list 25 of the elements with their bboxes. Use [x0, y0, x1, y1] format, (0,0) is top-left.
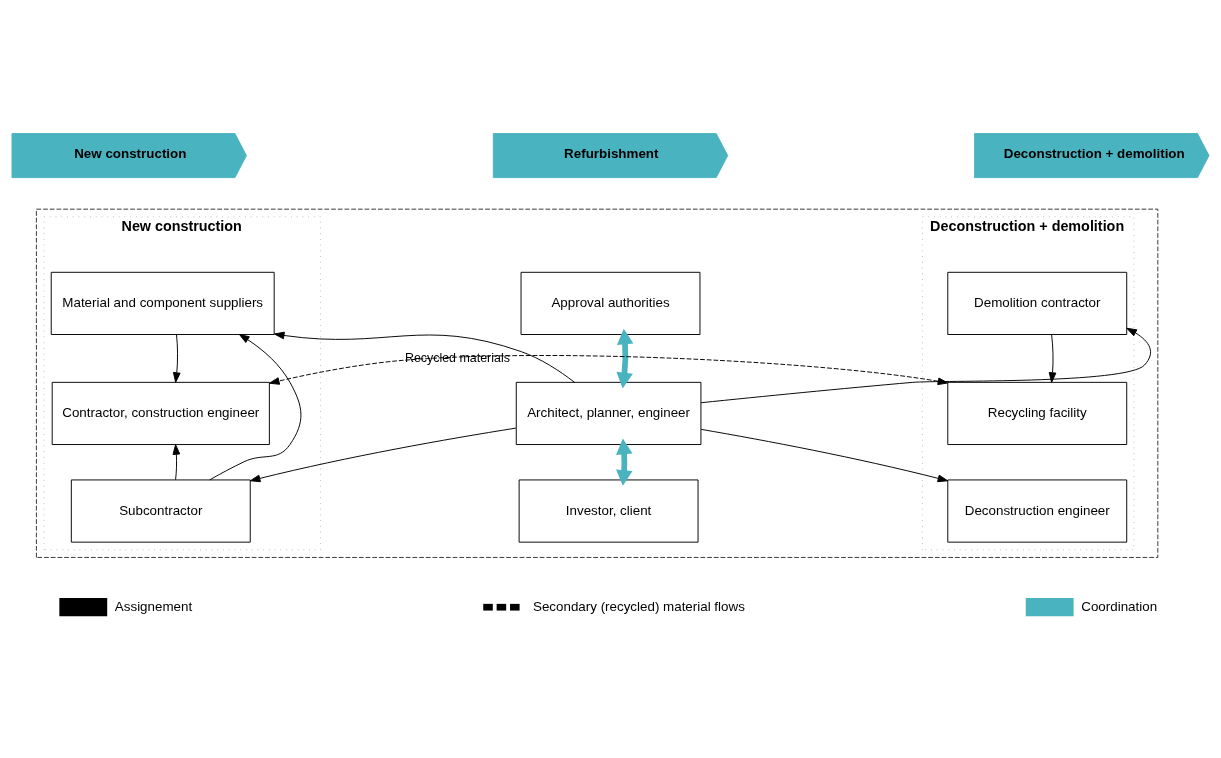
node-box: Subcontractor — [70, 479, 251, 543]
arrow — [249, 427, 517, 483]
legend-label: Coordination — [1081, 598, 1158, 614]
node-box: Demolition contractor — [947, 271, 1128, 335]
node-box: Recycling facility — [947, 381, 1128, 446]
arrow — [700, 327, 1151, 404]
arrow — [1048, 334, 1057, 383]
arrow — [269, 355, 949, 386]
arrow — [616, 438, 633, 486]
arrow — [209, 334, 302, 481]
node-box: Deconstruction engineer — [947, 479, 1128, 543]
legend-label: Assignement — [114, 598, 193, 614]
edge-label: Recycled materials — [404, 350, 510, 365]
node-box: Material and component suppliers — [50, 271, 275, 335]
node-box: Architect, planner, engineer — [515, 381, 702, 446]
arrow — [616, 328, 634, 389]
node-box: Approval authorities — [520, 271, 701, 335]
arrow — [172, 334, 181, 383]
legend-label: Secondary (recycled) material flows — [533, 598, 745, 614]
cluster — [35, 208, 1159, 558]
arrow — [172, 444, 181, 481]
arrow — [700, 428, 949, 483]
node-box: Investor, client — [518, 479, 699, 543]
arrow — [273, 331, 576, 383]
node-box: Contractor, construction engineer — [51, 381, 270, 446]
